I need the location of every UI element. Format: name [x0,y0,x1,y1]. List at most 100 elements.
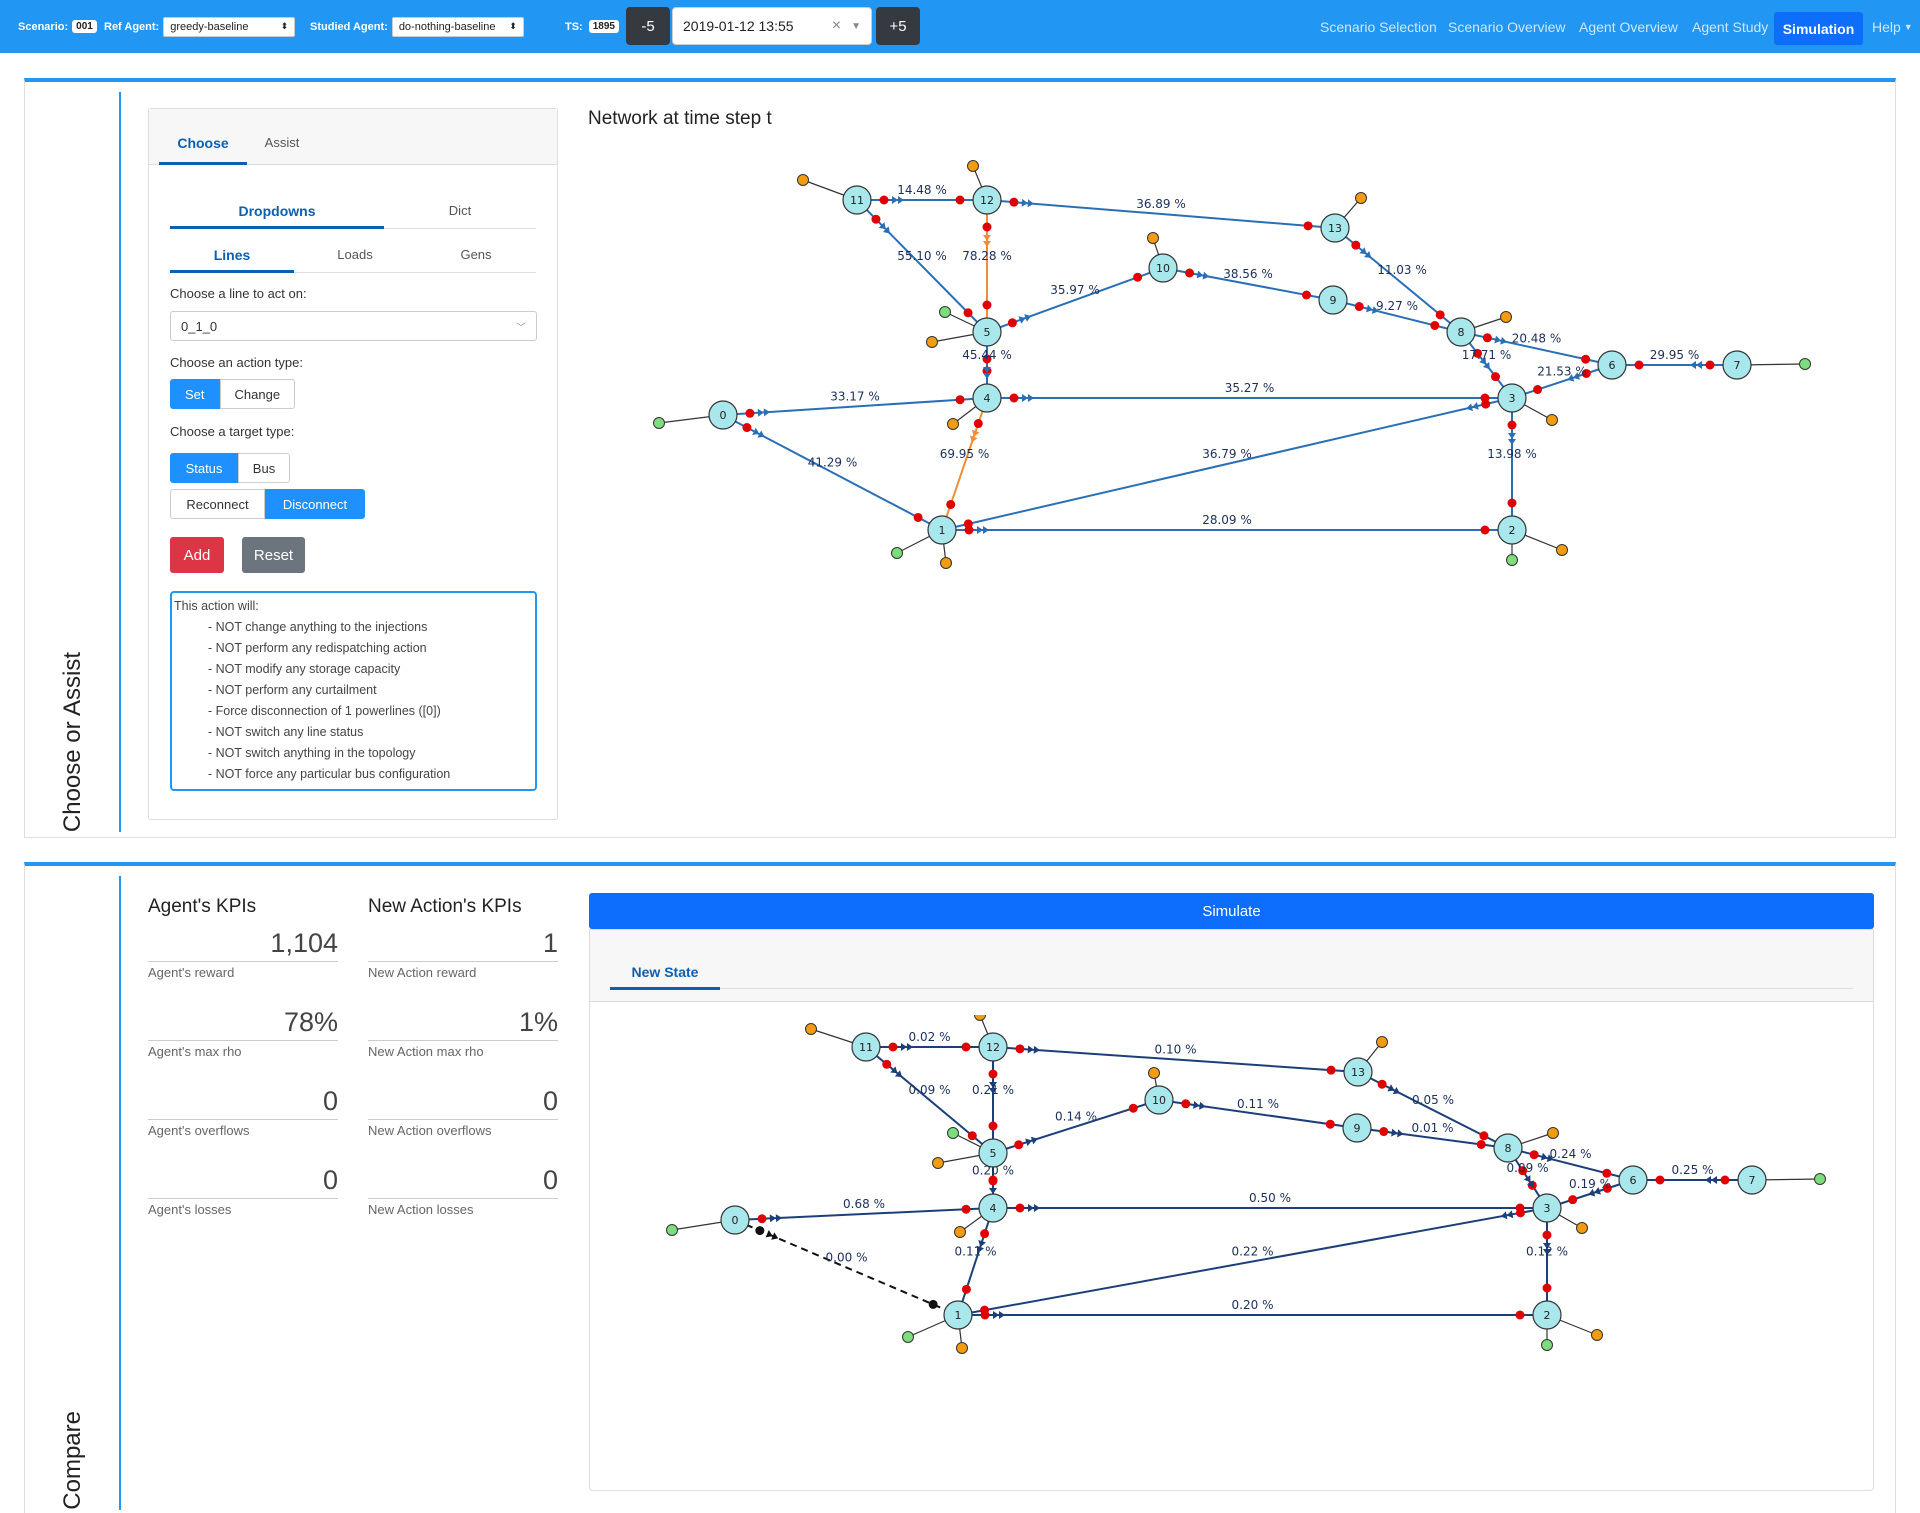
substation-node-2[interactable] [1497,515,1527,545]
generator-node[interactable] [653,417,665,429]
tab-choose[interactable]: Choose [159,131,247,165]
disconnect-button[interactable]: Disconnect [265,489,365,519]
studied-agent-select[interactable]: do-nothing-baseline ⬍ [391,16,524,37]
load-node[interactable] [797,174,809,186]
substation-node-5[interactable] [978,1138,1008,1168]
tab-lines[interactable]: Lines [170,237,294,273]
substation-node-1[interactable] [927,515,957,545]
substation-node-9[interactable] [1342,1113,1372,1143]
load-node[interactable] [1147,232,1159,244]
substation-node-10[interactable] [1148,253,1178,283]
substation-node-11[interactable] [851,1032,881,1062]
powerline-9-8[interactable] [1332,299,1462,333]
generator-node[interactable] [1541,1339,1553,1351]
substation-node-0[interactable] [720,1205,750,1235]
substation-node-6[interactable] [1597,350,1627,380]
load-node[interactable] [1355,192,1367,204]
substation-node-6[interactable] [1618,1165,1648,1195]
powerline-8-6[interactable] [1507,1147,1634,1181]
line-select[interactable]: 0_1_0 ﹀ [170,311,537,341]
substation-node-10[interactable] [1144,1085,1174,1115]
load-node[interactable] [1576,1222,1588,1234]
substation-node-4[interactable] [972,383,1002,413]
powerline-3-1[interactable] [941,397,1513,531]
load-node[interactable] [940,557,952,569]
tab-gens[interactable]: Gens [460,247,492,262]
generator-node[interactable] [1506,554,1518,566]
load-node[interactable] [947,418,959,430]
substation-node-8[interactable] [1493,1133,1523,1163]
chevron-down-icon[interactable]: ▼ [851,20,861,32]
load-node[interactable] [1546,414,1558,426]
nav-agent-overview[interactable]: Agent Overview [1579,18,1678,35]
change-button[interactable]: Change [219,379,296,409]
powerline-12-13[interactable] [986,199,1336,229]
load-node[interactable] [1500,311,1512,323]
tab-loads[interactable]: Loads [337,247,373,262]
substation-node-9[interactable] [1318,285,1348,315]
generator-node[interactable] [1799,358,1811,370]
substation-node-7[interactable] [1737,1165,1767,1195]
tab-assist[interactable]: Assist [264,135,300,150]
powerline-4-1[interactable] [941,397,988,531]
status-button[interactable]: Status [170,453,238,483]
nav-scenario-selection[interactable]: Scenario Selection [1320,18,1437,35]
clear-icon[interactable]: × [831,17,842,34]
set-button[interactable]: Set [170,379,220,409]
ts-badge[interactable]: 1895 [588,20,619,33]
ref-agent-select[interactable]: greedy-baseline ⬍ [163,16,296,37]
generator-node[interactable] [1814,1173,1826,1185]
scenario-badge[interactable]: 001 [72,20,97,33]
reconnect-button[interactable]: Reconnect [170,489,265,519]
load-node[interactable] [974,1015,986,1021]
load-node[interactable] [932,1157,944,1169]
powerline-4-1[interactable] [957,1207,994,1316]
simulate-button[interactable]: Simulate [589,893,1874,929]
powerline-12-13[interactable] [992,1046,1359,1073]
substation-node-12[interactable] [978,1032,1008,1062]
substation-node-3[interactable] [1532,1193,1562,1223]
substation-node-12[interactable] [972,185,1002,215]
generator-node[interactable] [666,1224,678,1236]
generator-node[interactable] [891,547,903,559]
substation-node-7[interactable] [1722,350,1752,380]
datetime-select[interactable]: 2019-01-12 13:55 × ▼ [672,7,872,45]
load-node[interactable] [805,1023,817,1035]
tab-new-state[interactable]: New State [610,964,720,990]
substation-node-8[interactable] [1446,317,1476,347]
powerline-6-3[interactable] [1511,364,1613,399]
substation-node-2[interactable] [1532,1300,1562,1330]
reset-button[interactable]: Reset [242,537,305,573]
generator-node[interactable] [939,306,951,318]
substation-node-11[interactable] [842,185,872,215]
substation-node-0[interactable] [708,400,738,430]
load-node[interactable] [967,160,979,172]
nav-agent-study[interactable]: Agent Study [1692,18,1769,35]
substation-node-13[interactable] [1343,1057,1373,1087]
step-forward-button[interactable]: +5 [876,7,920,45]
load-node[interactable] [1556,544,1568,556]
load-node[interactable] [926,336,938,348]
nav-help[interactable]: Help▼ [1872,0,1913,53]
load-node[interactable] [954,1226,966,1238]
bus-button[interactable]: Bus [238,453,290,483]
nav-simulation[interactable]: Simulation [1774,12,1863,45]
powerline-3-1[interactable] [957,1207,1548,1316]
substation-node-4[interactable] [978,1193,1008,1223]
generator-node[interactable] [902,1331,914,1343]
tab-dict[interactable]: Dict [448,203,472,218]
tab-dropdowns[interactable]: Dropdowns [170,197,384,229]
powerline-10-9[interactable] [1158,1099,1358,1129]
action-description-textarea[interactable]: This action will: - NOT change anything … [170,591,537,791]
substation-node-1[interactable] [943,1300,973,1330]
substation-node-3[interactable] [1497,383,1527,413]
step-back-button[interactable]: -5 [626,7,670,45]
load-node[interactable] [1148,1067,1160,1079]
generator-node[interactable] [947,1127,959,1139]
load-node[interactable] [956,1342,968,1354]
add-button[interactable]: Add [170,537,224,573]
nav-scenario-overview[interactable]: Scenario Overview [1448,18,1566,35]
substation-node-13[interactable] [1320,213,1350,243]
load-node[interactable] [1547,1127,1559,1139]
load-node[interactable] [1376,1036,1388,1048]
